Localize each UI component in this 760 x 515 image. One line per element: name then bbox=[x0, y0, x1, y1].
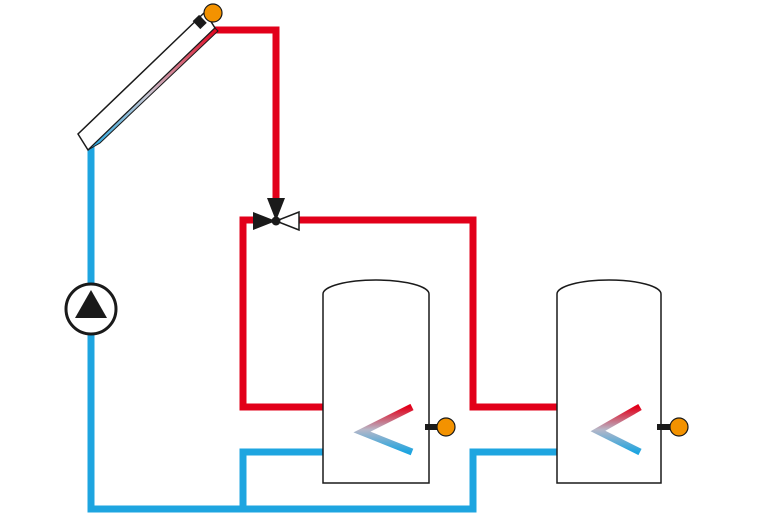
collector-sensor-icon bbox=[203, 3, 223, 23]
solar-collector-icon bbox=[77, 10, 219, 152]
collector-flow-pipe bbox=[209, 26, 280, 205]
heat-exchanger-coil-2 bbox=[590, 403, 642, 456]
storage-tank-2 bbox=[556, 279, 671, 484]
circulation-pump-icon bbox=[64, 282, 118, 336]
three-way-valve-icon bbox=[253, 198, 300, 232]
collector-return-pipe bbox=[87, 145, 560, 513]
heat-exchanger-coil-1 bbox=[353, 403, 414, 456]
tank-2-sensor-icon bbox=[669, 417, 689, 437]
storage-tank-icon bbox=[556, 279, 662, 484]
storage-tank-1 bbox=[322, 279, 439, 484]
storage-tank-icon bbox=[322, 279, 430, 484]
tank-1-sensor-icon bbox=[436, 417, 456, 437]
